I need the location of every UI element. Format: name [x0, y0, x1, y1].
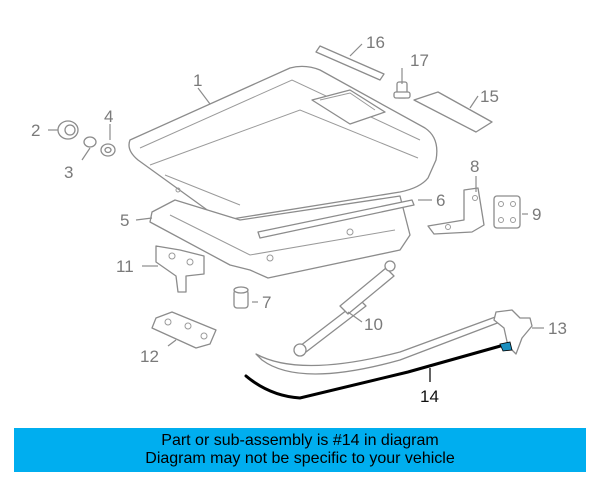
bumper-stop[interactable] [233, 286, 249, 309]
callout-6: 6 [436, 191, 445, 210]
callout-14: 14 [420, 387, 439, 406]
callout-13: 13 [548, 319, 567, 338]
latch[interactable] [155, 245, 205, 293]
banner-line-2: Diagram may not be specific to your vehi… [145, 450, 455, 467]
nut[interactable] [83, 136, 97, 148]
washer[interactable] [100, 143, 116, 157]
bumper[interactable] [57, 120, 79, 140]
clip[interactable] [393, 81, 411, 99]
callout-2: 2 [31, 121, 40, 140]
pad[interactable] [413, 91, 493, 133]
gas-strut[interactable] [293, 260, 396, 357]
callout-12: 12 [140, 347, 159, 366]
hinge-plate[interactable] [493, 195, 521, 229]
callout-5: 5 [120, 211, 129, 230]
callout-11: 11 [116, 257, 134, 276]
callout-3: 3 [64, 163, 73, 182]
callout-15: 15 [480, 87, 499, 106]
leader-lines [48, 43, 544, 382]
hinge[interactable] [427, 187, 485, 235]
banner-line-1: Part or sub-assembly is #14 in diagram [161, 432, 439, 449]
part-info-banner: Part or sub-assembly is #14 in diagram D… [14, 428, 586, 472]
release-lever[interactable] [255, 309, 533, 375]
striker-plate[interactable] [151, 311, 217, 349]
rod[interactable] [315, 45, 385, 81]
hood-panel[interactable] [128, 65, 438, 220]
callout-4: 4 [104, 107, 113, 126]
callout-7: 7 [262, 293, 271, 312]
parts-diagram: 1 2 3 4 5 6 7 8 9 10 11 12 13 14 15 16 1… [31, 33, 567, 406]
callout-10: 10 [364, 315, 383, 334]
callout-9: 9 [532, 205, 541, 224]
callout-1: 1 [193, 71, 202, 90]
seal-strip[interactable] [257, 199, 415, 239]
callout-17: 17 [410, 51, 429, 70]
callout-8: 8 [470, 157, 479, 176]
callout-16: 16 [366, 33, 385, 52]
release-cable[interactable] [244, 341, 513, 400]
